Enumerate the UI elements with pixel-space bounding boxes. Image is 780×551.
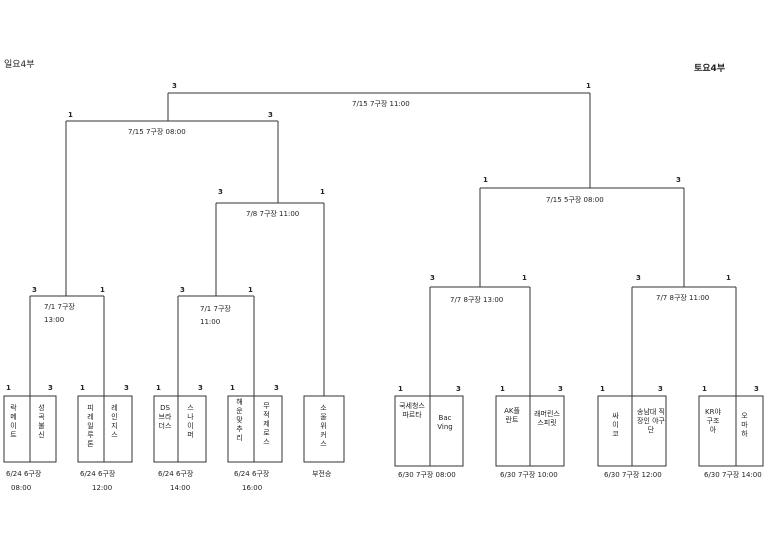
m4-match-time: 16:00 (242, 484, 263, 492)
right-division-title: 토요4부 (694, 64, 726, 74)
q2-match-time: 11:00 (200, 318, 221, 326)
q2-score-b: 1 (248, 286, 253, 294)
q1-score-a: 3 (32, 286, 37, 294)
m7-score-a: 1 (500, 385, 505, 393)
semi-right-score-a: 1 (483, 176, 488, 184)
q1-score-b: 1 (100, 286, 105, 294)
m7-team-b: 래머린스 스피릿 (534, 410, 560, 427)
first-round-box-3 (153, 395, 207, 463)
m7-team-a: AK플란트 (504, 407, 520, 424)
semi-left-score-b: 3 (268, 111, 273, 119)
m8-team-a: 싸이코 (612, 412, 619, 438)
m9-team-a: KR야구조아 (705, 408, 721, 434)
q4-score-a: 3 (636, 274, 641, 282)
m2-match-time: 12:00 (92, 484, 113, 492)
m5-bye-label: 부전승 (312, 470, 332, 478)
q2-score-a: 3 (180, 286, 185, 294)
first-round-box-4 (227, 395, 283, 463)
m7-match-info: 6/30 7구장 10:00 (500, 471, 558, 479)
round-left-score-b: 1 (320, 188, 325, 196)
left-division-title: 일요4부 (4, 60, 35, 70)
q3-score-a: 3 (430, 274, 435, 282)
m1-score-b: 3 (48, 384, 53, 392)
q3-match-info: 7/7 8구장 13:00 (450, 296, 504, 304)
m6-team-a: 국세청스파르타 (399, 402, 425, 419)
m3-team-b: 스나이퍼 (187, 404, 194, 439)
m1-team-b: 성곡불신 (38, 404, 45, 439)
m6-score-a: 1 (398, 385, 403, 393)
m2-team-a: 피레일루톤 (87, 404, 94, 448)
m8-score-b: 3 (658, 385, 663, 393)
final-score-a: 3 (172, 82, 177, 90)
m6-match-info: 6/30 7구장 08:00 (398, 471, 456, 479)
m6-score-b: 3 (456, 385, 461, 393)
semi-right-score-b: 3 (676, 176, 681, 184)
m3-match-date: 6/24 6구장 (158, 470, 194, 478)
m4-score-a: 1 (230, 384, 235, 392)
semi-left-score-a: 1 (68, 111, 73, 119)
q4-score-b: 1 (726, 274, 731, 282)
m4-team-a: 해운맞추리 (236, 398, 243, 442)
m1-score-a: 1 (6, 384, 11, 392)
m4-match-date: 6/24 6구장 (234, 470, 270, 478)
m1-match-date: 6/24 6구장 (6, 470, 42, 478)
round-left-match-info: 7/8 7구장 11:00 (246, 210, 300, 218)
m7-score-b: 3 (558, 385, 563, 393)
m9-score-b: 3 (754, 385, 759, 393)
final-match-info: 7/15 7구장 11:00 (352, 100, 410, 108)
m1-team-a: 락메이트 (10, 404, 17, 439)
m9-score-a: 1 (702, 385, 707, 393)
m6-team-b: Bac Ving (437, 414, 453, 431)
m3-team-a: DS브라더스 (158, 404, 172, 430)
m4-team-b: 무적제로스 (263, 402, 270, 446)
m4-score-b: 3 (274, 384, 279, 392)
m9-team-b: 오마하 (741, 412, 748, 438)
m9-match-info: 6/30 7구장 14:00 (704, 471, 762, 479)
m8-team-b: 송남대 직장인 야구단 (637, 408, 665, 434)
first-round-box-6 (394, 395, 464, 467)
round-left-score-a: 3 (218, 188, 223, 196)
m5-team: 소울위커스 (320, 404, 327, 448)
q3-score-b: 1 (522, 274, 527, 282)
final-score-b: 1 (586, 82, 591, 90)
q1-match-date: 7/1 7구장 (44, 303, 75, 311)
q4-match-info: 7/7 8구장 11:00 (656, 294, 710, 302)
first-round-box-2 (77, 395, 133, 463)
m2-team-b: 레인지스 (111, 404, 118, 439)
m2-match-date: 6/24 6구장 (80, 470, 116, 478)
m8-score-a: 1 (600, 385, 605, 393)
m3-match-time: 14:00 (170, 484, 191, 492)
q2-match-date: 7/1 7구장 (200, 305, 231, 313)
m2-score-a: 1 (80, 384, 85, 392)
semi-left-match-info: 7/15 7구장 08:00 (128, 128, 186, 136)
m3-score-a: 1 (156, 384, 161, 392)
m2-score-b: 3 (124, 384, 129, 392)
m8-match-info: 6/30 7구장 12:00 (604, 471, 662, 479)
m3-score-b: 3 (198, 384, 203, 392)
q1-match-time: 13:00 (44, 316, 65, 324)
m1-match-time: 08:00 (11, 484, 32, 492)
first-round-box-9 (698, 395, 764, 467)
semi-right-match-info: 7/15 5구장 08:00 (546, 196, 604, 204)
